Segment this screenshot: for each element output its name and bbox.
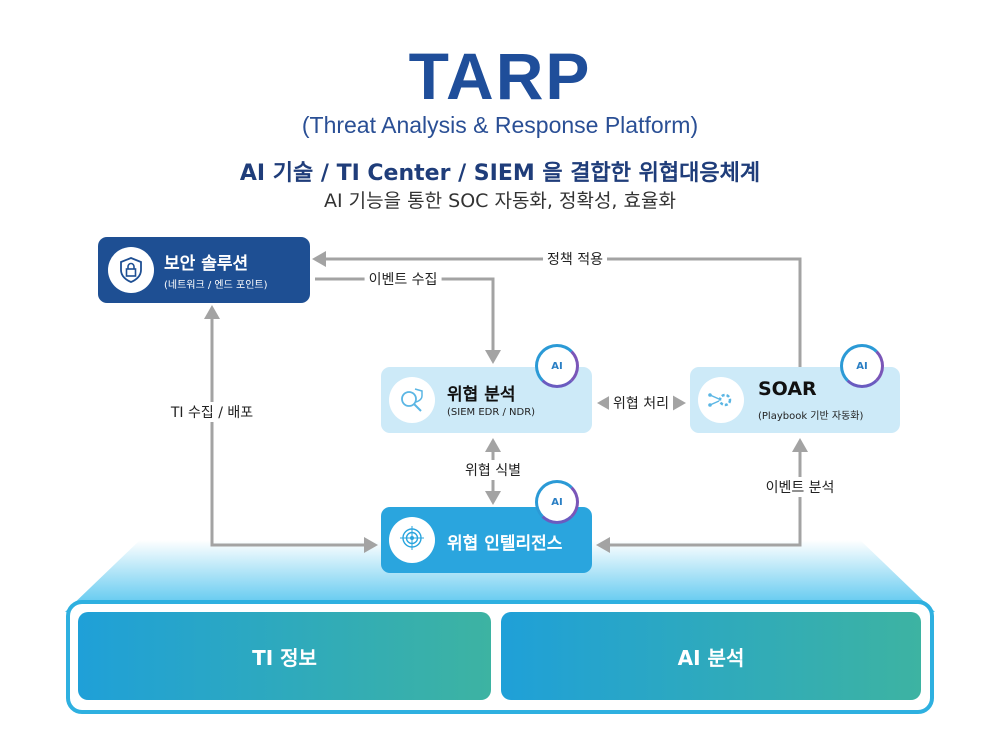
page-subtitle: (Threat Analysis & Response Platform) <box>301 112 699 138</box>
security-title: 보안 솔루션 <box>164 254 249 274</box>
tagline: AI 기능을 통한 SOC 자동화, 정확성, 효율화 <box>324 190 676 212</box>
label-threat-identify: 위협 식별 <box>461 460 525 480</box>
label-ti-collect: TI 수집 / 배포 <box>166 402 258 422</box>
label-threat-handle: 위협 처리 <box>609 393 673 413</box>
security-subtitle: (네트워크 / 엔드 포인트) <box>164 280 268 291</box>
intel-title: 위협 인텔리전스 <box>447 534 563 554</box>
shield-lock-icon <box>108 247 154 293</box>
page-title: TARP <box>408 39 592 113</box>
arrow-event-collect <box>315 277 495 352</box>
soar-title: SOAR <box>758 378 817 400</box>
node-security-solution: 보안 솔루션 (네트워크 / 엔드 포인트) <box>98 237 310 303</box>
soar-subtitle: (Playbook 기반 자동화) <box>758 411 864 422</box>
label-policy: 정책 적용 <box>543 249 607 269</box>
arrow-policy <box>322 257 802 367</box>
label-event-collect: 이벤트 수집 <box>364 269 442 289</box>
target-search-icon <box>389 517 435 563</box>
headline: AI 기술 / TI Center / SIEM 을 결합한 위협대응체계 <box>239 161 761 186</box>
magnifier-shield-icon <box>389 377 435 423</box>
analysis-title: 위협 분석 <box>447 385 516 405</box>
ai-badge-icon: AI <box>535 344 579 388</box>
platform-ti-info: TI 정보 <box>78 612 491 700</box>
ai-badge-icon: AI <box>535 480 579 524</box>
ai-badge-icon: AI <box>840 344 884 388</box>
arrow-ti-collect <box>210 316 366 547</box>
arrow-event-analyze <box>606 450 802 547</box>
analysis-subtitle: (SIEM EDR / NDR) <box>447 407 536 418</box>
gear-circuit-icon <box>698 377 744 423</box>
label-event-analyze: 이벤트 분석 <box>761 477 839 497</box>
platform-ai-analysis: AI 분석 <box>501 612 921 700</box>
